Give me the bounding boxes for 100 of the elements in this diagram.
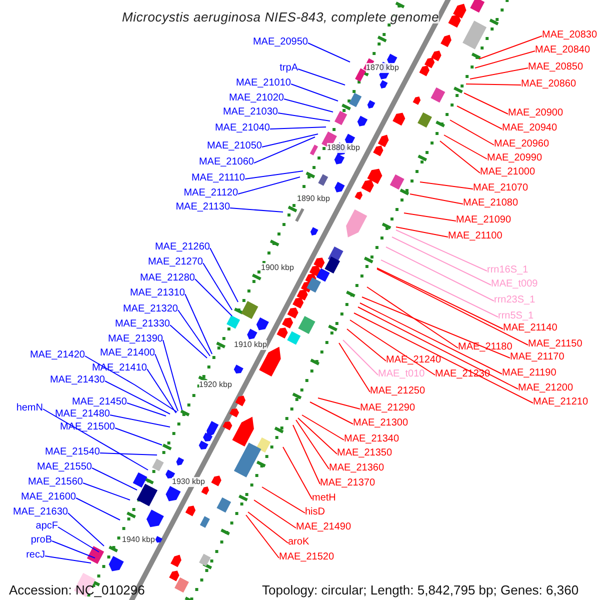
scale-label: 1920 kbp [199,380,232,390]
gene-label: MAE_21300 [353,416,408,430]
gene-label: MAE_20950 [252,36,308,48]
gene-label: MAE_t010 [378,368,425,380]
leader-line [230,208,284,212]
leader-line [474,50,536,68]
gene-label: aroK [288,536,310,548]
gene-label: MAE_21080 [463,196,518,210]
leader-line [170,324,208,358]
gene-label: MAE_21310 [130,286,185,300]
leader-line [126,402,166,416]
leader-line [410,194,464,204]
leader-line [154,354,178,412]
scale-label: 1910 kbp [234,340,267,350]
leader-line [342,340,378,376]
title: Microcystis aeruginosa NIES-843, complete genome [122,10,440,24]
gene-label: proB [30,534,52,546]
leader-line [362,296,510,358]
leader-line [270,126,326,130]
gene-label: MAE_21560 [28,476,83,488]
gene-label: rrn16S_1 [487,264,528,276]
leader-line [386,246,494,302]
leader-line [396,226,448,238]
gene-label: MAE_21210 [533,396,588,408]
gene-label: MAE_21110 [191,172,245,184]
leader-line [194,278,232,316]
gene-label: MAE_21000 [480,166,536,178]
accession-text: Accession: NC_010296 [9,584,145,596]
gene-label: MAE_21480 [54,408,110,420]
leader-line [396,230,488,272]
gene-label: MAE_21430 [50,374,105,386]
gene-label: MAE_21090 [456,214,512,226]
leader-line [58,526,100,552]
gene-label: MAE_21400 [100,346,155,360]
leader-line [104,380,170,414]
leader-line [296,420,330,470]
leader-line [210,248,238,302]
gene-label: MAE_21020 [228,92,284,104]
gene-label: hisD [305,506,326,518]
gene-label: MAE_21360 [329,462,384,474]
leader-line [358,306,518,390]
gene-label: MAE_20860 [521,78,576,90]
gene-label: MAE_21280 [140,272,195,284]
scale-label: 1930 kbp [172,477,205,487]
gene-label: MAE_21630 [12,506,68,518]
gene-label: MAE_20830 [542,28,598,42]
gene-label: MAE_21330 [114,318,170,330]
leader-line [290,84,338,102]
gene-label: MAE_21250 [370,384,426,398]
leader-line [254,136,316,164]
leader-line [308,42,350,62]
gene-label: MAE_20900 [508,106,564,120]
gene-label: MAE_21200 [518,382,574,394]
leader-line [76,498,120,520]
scale-label: 1890 kbp [297,194,330,204]
gene-label: MAE_21600 [20,490,76,504]
leader-line [380,260,498,318]
gene-label: MAE_21010 [236,76,291,90]
leader-line [420,182,474,190]
gene-label: MAE_21150 [528,338,582,350]
leader-line [284,98,334,112]
gene-label: MAE_21060 [198,156,254,168]
gene-label: MAE_21070 [473,182,528,194]
leader-line [278,112,330,122]
gene-label: MAE_21390 [108,332,163,346]
gene-label: MAE_21270 [148,256,203,268]
leader-line [248,512,288,544]
leader-line [338,342,370,392]
leader-line [302,414,344,440]
leader-line [464,92,508,114]
leader-line [440,140,480,174]
leader-line [292,424,320,484]
gene-label: MAE_21350 [337,446,392,460]
leader-line [376,268,504,330]
leader-line [184,294,212,354]
gene-label: MAE_21290 [360,402,416,414]
gene-label: MAE_21100 [448,230,502,242]
genome-summary-text: Topology: circular; Length: 5,842,795 bp; Genes: 6,360 [262,584,579,596]
leader-line [114,428,162,446]
gene-label: MAE_21120 [184,186,238,200]
leader-line [246,514,280,558]
gene-label: MAE_21540 [44,446,100,458]
gene-label: MAE_21370 [320,476,376,490]
leader-line [354,312,534,404]
leader-line [262,486,306,514]
leader-line [346,328,386,362]
leader-line [238,176,300,194]
gene-label: MAE_21190 [502,366,556,380]
leader-line [84,356,178,412]
leader-line [282,446,312,500]
leader-line [162,340,182,410]
gene-label: MAE_21450 [72,396,127,408]
scale-label: 1900 kbp [261,263,294,273]
leader-line [82,482,130,500]
gene-label: MAE_20940 [502,122,558,134]
gene-label: MAE_21550 [36,460,92,474]
gene-label: MAE_20840 [535,44,590,56]
leader-line [254,500,296,528]
gene-label: recJ [26,548,45,562]
gene-label: MAE_21140 [503,322,558,334]
